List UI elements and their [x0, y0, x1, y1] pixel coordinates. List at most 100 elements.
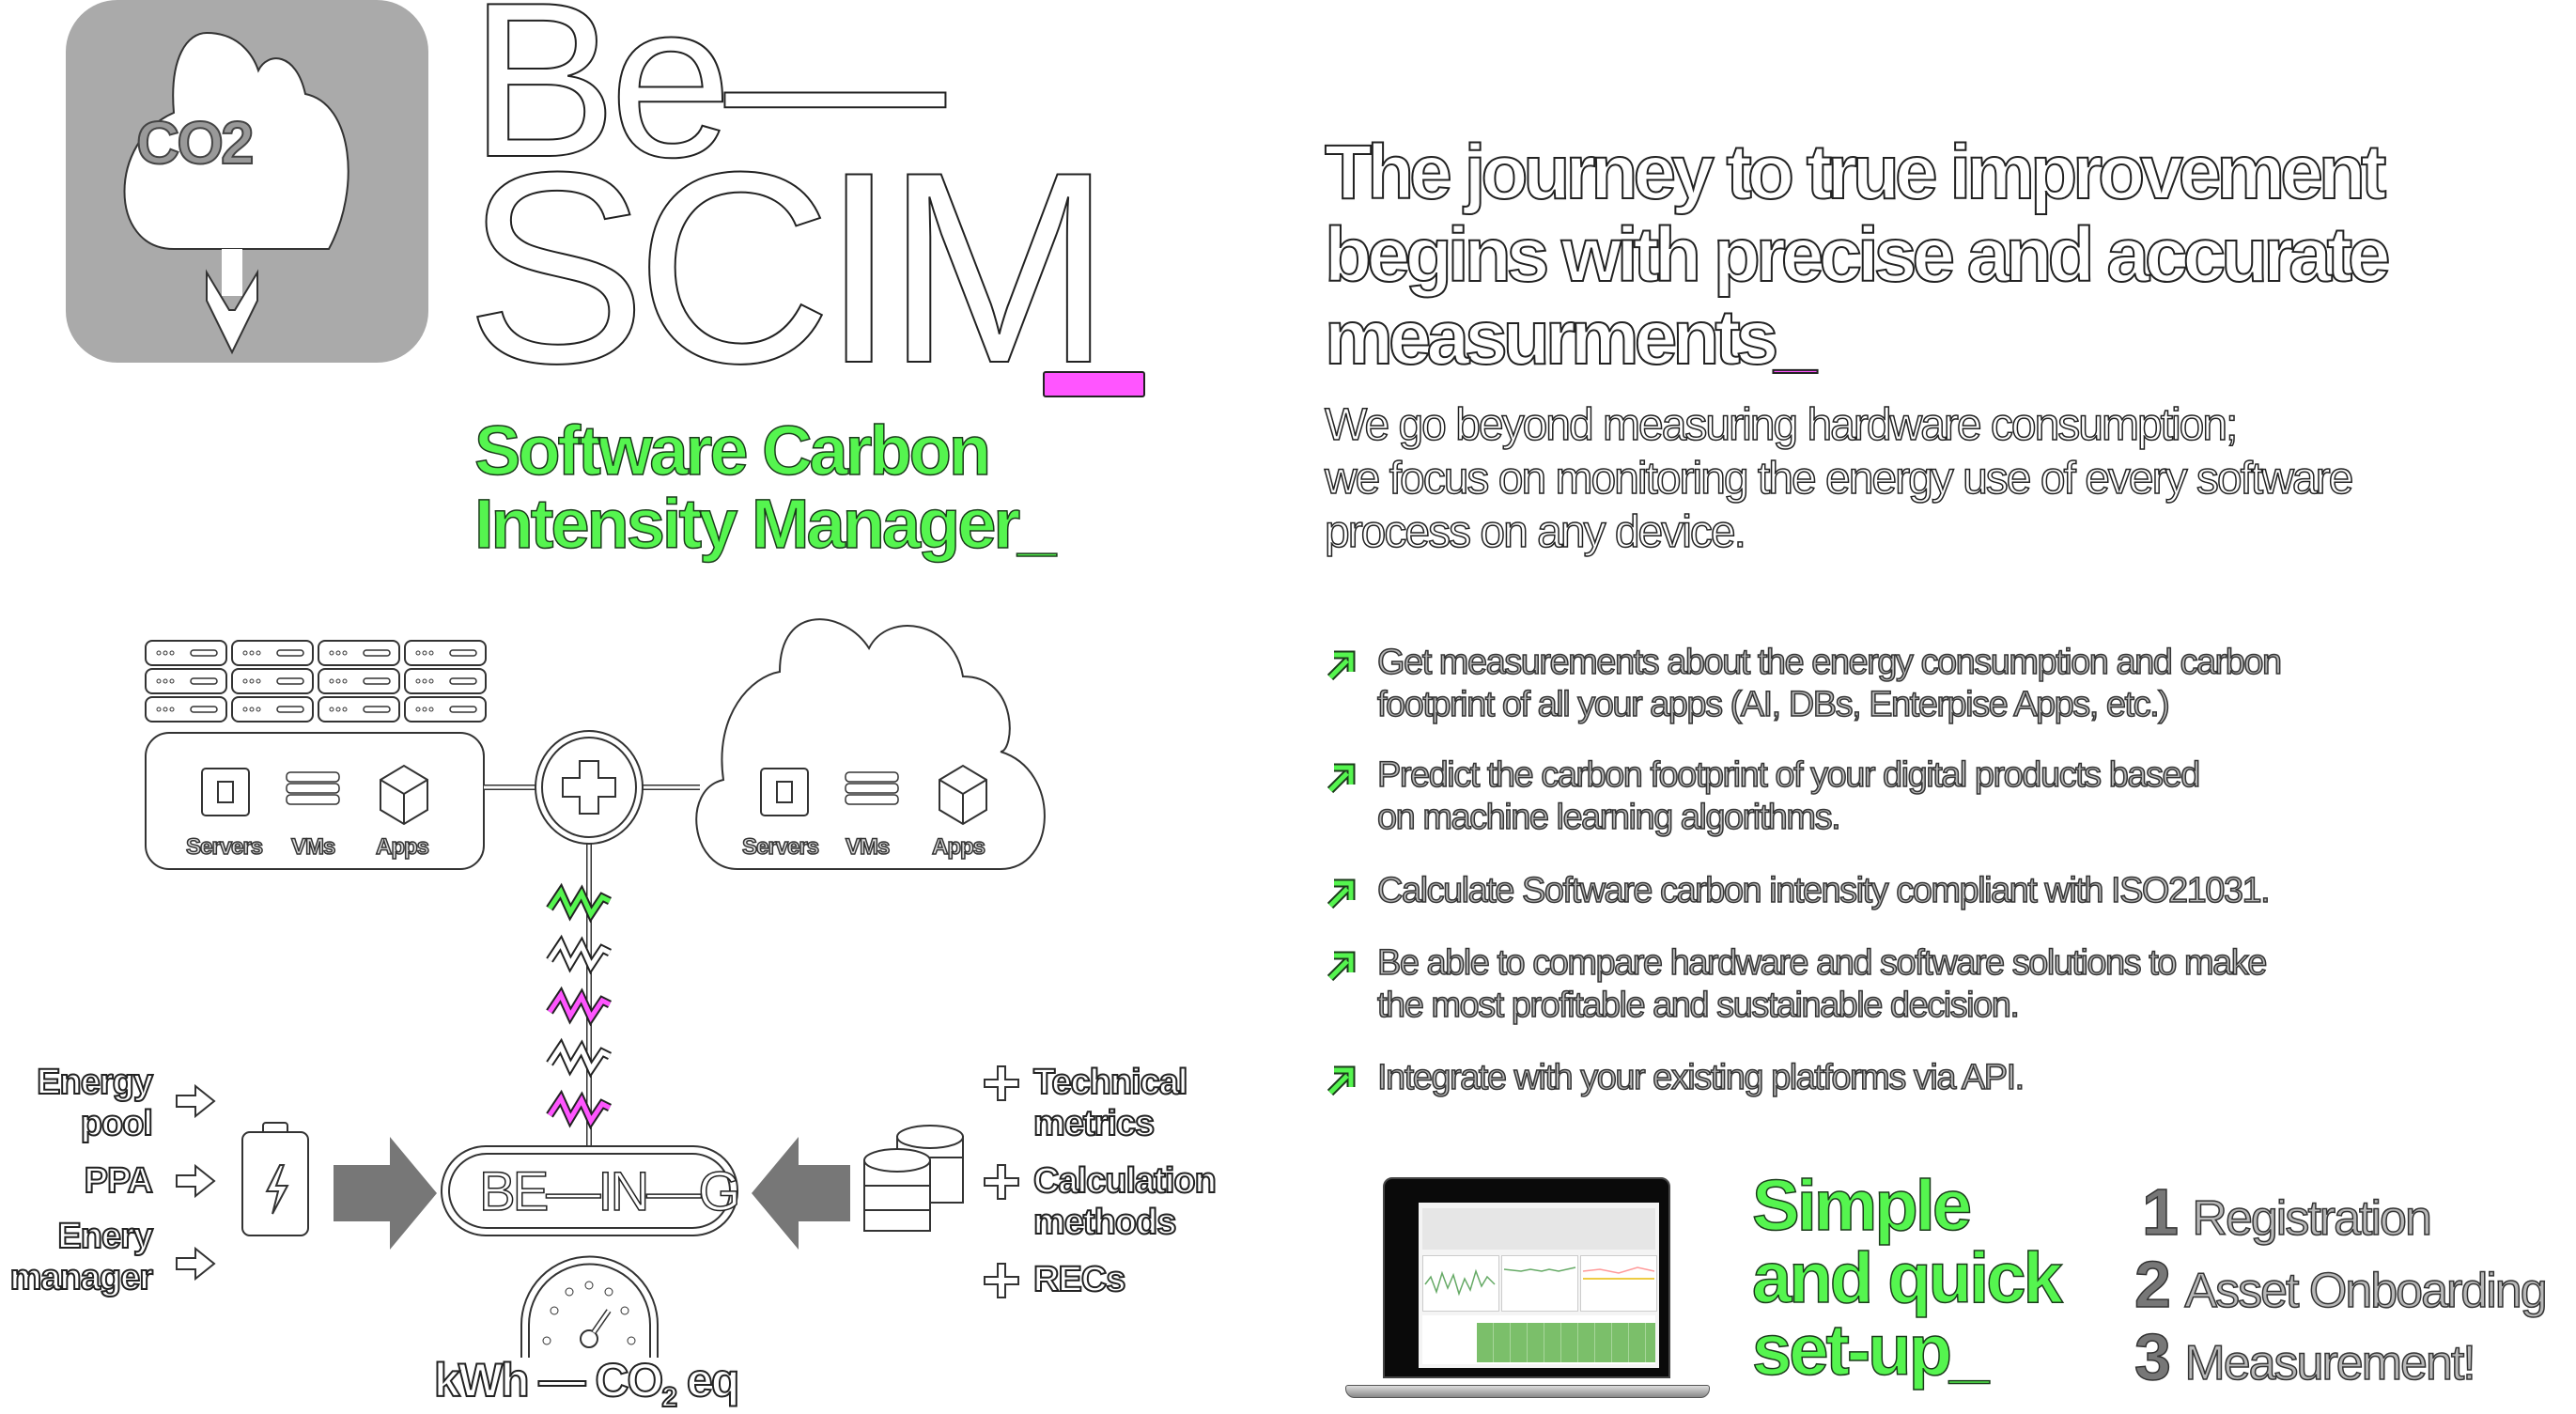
arrow-up-right-icon — [1327, 878, 1356, 909]
server-led — [342, 678, 348, 684]
arrow-up-right-icon — [1327, 1065, 1356, 1096]
server-unit-icon — [145, 696, 227, 723]
vm-icon — [845, 771, 899, 783]
gauge-icon — [520, 1255, 659, 1358]
database-icon — [863, 1125, 964, 1232]
laptop-dashboard-preview — [1383, 1177, 1670, 1378]
server-unit-icon — [231, 668, 314, 694]
server-led — [242, 707, 248, 712]
headline-line-3: measurments_ — [1324, 295, 1818, 381]
being-core-label: BE—IN—G — [478, 1160, 741, 1223]
server-slot — [363, 649, 391, 657]
cloud-vms-label: VMs — [845, 833, 891, 861]
input-arrow-icon — [752, 1137, 850, 1250]
arrow-right-icon — [176, 1246, 216, 1282]
server-led — [342, 707, 348, 712]
step-number: 1 — [2141, 1174, 2179, 1250]
feature-line-2: footprint of all your apps (AI, DBs, Ent… — [1376, 684, 2170, 725]
server-led — [249, 707, 255, 712]
server-slot — [276, 677, 304, 685]
arrow-up-right-icon — [1327, 650, 1356, 681]
calculation-methods-label-2: methods — [1032, 1202, 1177, 1243]
server-led — [156, 650, 162, 656]
server-led — [249, 650, 255, 656]
server-led — [329, 678, 334, 684]
tagline-line-2: Intensity Manager_ — [473, 485, 1057, 563]
feature-line-2: the most profitable and sustainable deci… — [1376, 985, 2020, 1026]
server-slot — [363, 706, 391, 713]
server-led — [156, 707, 162, 712]
zigzag-signal-icon — [547, 989, 612, 1023]
headline-line-2: begins with precise and accurate — [1324, 212, 2392, 298]
cpu-core — [776, 781, 793, 803]
server-led — [415, 650, 421, 656]
server-unit-icon — [404, 640, 487, 666]
server-led — [422, 650, 427, 656]
battery-icon — [241, 1122, 309, 1236]
onprem-vms-label: VMs — [290, 833, 336, 861]
app-cube-icon — [380, 764, 428, 826]
tagline-line-1: Software Carbon — [473, 412, 992, 489]
server-unit-icon — [231, 640, 314, 666]
feature-line-1: Be able to compare hardware and software… — [1376, 942, 2268, 984]
setup-line-2: and quick — [1751, 1238, 2063, 1318]
brand-cursor — [1043, 371, 1145, 397]
server-slot — [276, 649, 304, 657]
chart-panel — [1580, 1255, 1657, 1312]
server-led — [342, 650, 348, 656]
vm-icon — [286, 783, 340, 794]
zigzag-signal-icon — [547, 1093, 612, 1127]
server-led — [242, 678, 248, 684]
eq-text: eq — [675, 1353, 740, 1407]
server-unit-icon — [404, 696, 487, 723]
feature-line-1: Get measurements about the energy consum… — [1376, 642, 2283, 683]
server-rack-grid — [145, 640, 487, 723]
energy-manager-label-2: manager — [9, 1257, 154, 1298]
chart-panel — [1501, 1255, 1578, 1312]
feature-line-1: Calculate Software carbon intensity comp… — [1376, 870, 2271, 911]
server-unit-icon — [404, 668, 487, 694]
server-led — [163, 650, 168, 656]
plus-icon — [562, 760, 616, 815]
intro-line-1: We go beyond measuring hardware consumpt… — [1324, 399, 2239, 451]
server-led — [249, 678, 255, 684]
plus-icon — [984, 1263, 1019, 1298]
server-led — [156, 678, 162, 684]
kpi-row — [1422, 1208, 1655, 1250]
step-label: Registration — [2192, 1190, 2433, 1247]
heatmap-panel — [1422, 1315, 1655, 1364]
arrow-right-icon — [176, 1163, 216, 1199]
server-led — [169, 678, 175, 684]
server-slot — [449, 649, 477, 657]
onprem-apps-label: Apps — [375, 833, 430, 861]
server-slot — [190, 677, 218, 685]
feature-line-1: Integrate with your existing platforms v… — [1376, 1057, 2025, 1098]
server-unit-icon — [231, 696, 314, 723]
energy-signal — [546, 882, 613, 1130]
vm-icon — [845, 783, 899, 794]
brand-line-2: SCIM — [464, 116, 1113, 420]
server-led — [163, 678, 168, 684]
server-led — [169, 707, 175, 712]
zigzag-signal-icon — [547, 1041, 612, 1075]
step-label: Measurement! — [2184, 1335, 2477, 1391]
kwh-co-text: kWh — CO — [433, 1353, 664, 1407]
energy-pool-label-2: pool — [80, 1103, 154, 1144]
step-label: Asset Onboarding — [2184, 1263, 2549, 1319]
step-item: 3 Measurement! — [2134, 1319, 2477, 1394]
server-led — [335, 678, 341, 684]
chart-panel — [1422, 1255, 1499, 1312]
energy-manager-label-1: Enery — [56, 1216, 154, 1257]
intro-line-3: process on any device. — [1324, 506, 1746, 558]
laptop-base — [1345, 1385, 1710, 1398]
headline-cursor: _ — [1773, 295, 1818, 381]
cloud-servers-label: Servers — [741, 833, 820, 861]
vm-icon — [286, 794, 340, 805]
server-led — [329, 707, 334, 712]
server-led — [256, 678, 261, 684]
feature-line-2: on machine learning algorithms. — [1376, 797, 1841, 838]
server-led — [329, 650, 334, 656]
vm-icon — [845, 794, 899, 805]
brand-line-1: Be— — [469, 0, 946, 203]
server-slot — [449, 706, 477, 713]
